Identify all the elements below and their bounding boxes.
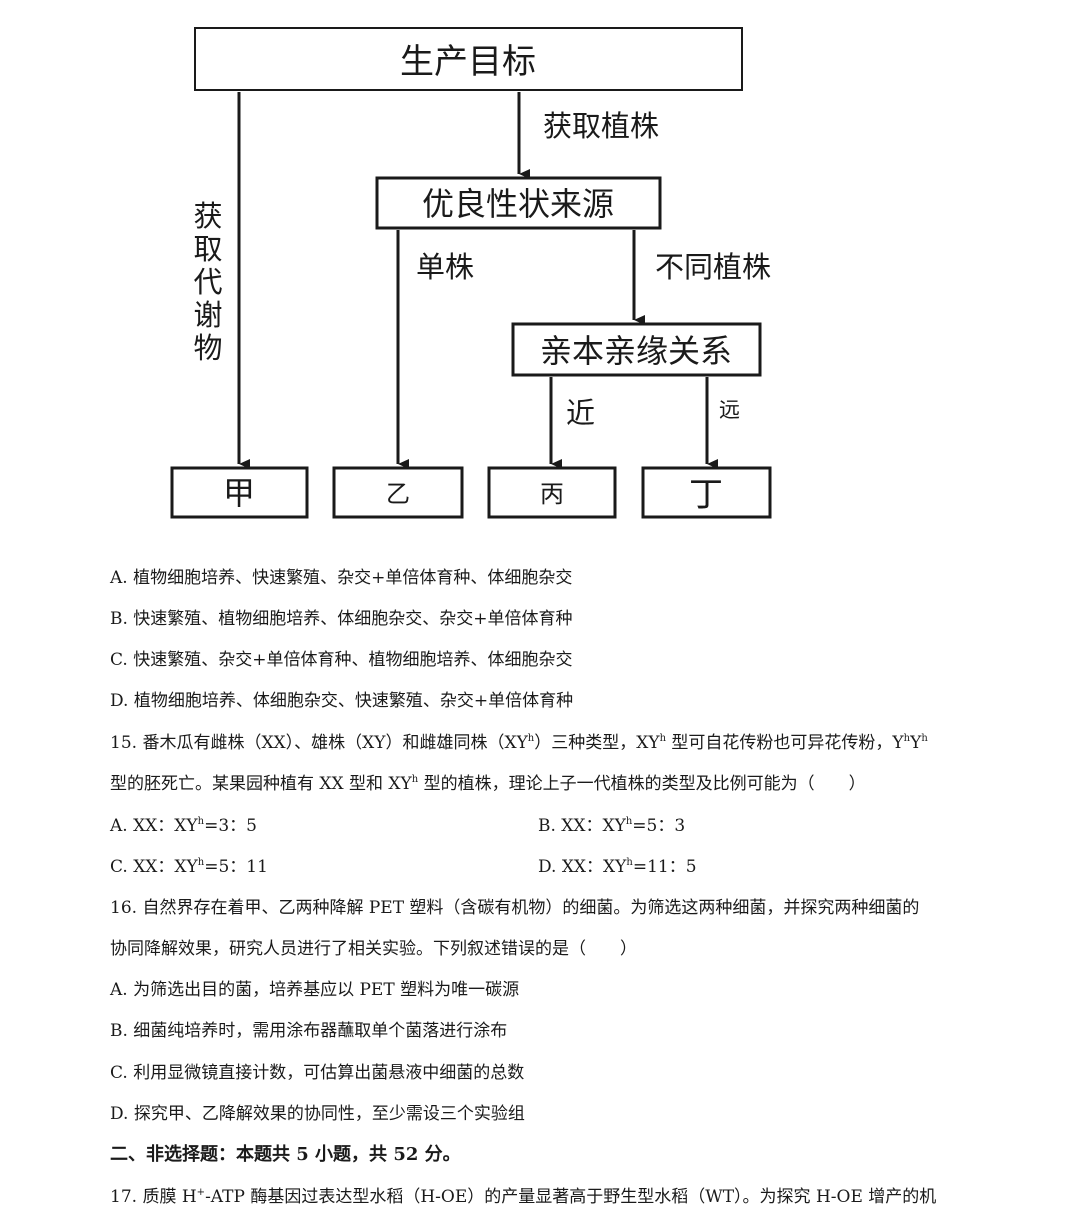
ding-box [641,466,772,519]
edge-label-metabolite-2: 取 [193,232,222,266]
edge-label-metabolite-1: 获 [193,199,222,233]
q16-option-c: C. 利用显微镜直接计数，可估算出菌悬液中细菌的总数 [110,1063,525,1083]
section-2-title: 二、非选择题：本题共 5 小题，共 52 分。 [110,1144,461,1165]
q14-option-a: A. 植物细胞培养、快速繁殖、杂交+单倍体育种、体细胞杂交 [110,568,573,588]
breeding-flow-diagram: 生产目标 优良性状来源 亲本亲缘关系 甲 乙 丙 丁 获取植株 获 取 代 谢 … [170,27,772,519]
sup-h: h [659,733,667,744]
edge-label-near: 近 [566,396,595,430]
edge-label-different: 不同植株 [655,250,771,284]
q15-option-a: A. XX：XYh=3：5 [110,815,257,837]
q15-line1-part4: Y [910,733,922,753]
q16-option-d: D. 探究甲、乙降解效果的协同性，至少需设三个实验组 [110,1104,525,1124]
q15-stem-line-2: 型的胚死亡。某果园种植有 XX 型和 XYh 型的植株，理论上子一代植株的类型及… [110,773,866,795]
q17-part2: -ATP 酶基因过表达型水稻（H-OE）的产量显著高于野生型水稻（WT）。为探究… [205,1187,937,1207]
sup-h: h [197,816,205,827]
kinship-label: 亲本亲缘关系 [540,332,732,370]
edge-label-far: 远 [719,398,740,422]
q15-option-b: B. XX：XYh=5：3 [538,815,685,837]
sup-h: h [626,857,633,868]
q16-option-b: B. 细菌纯培养时，需用涂布器蘸取单个菌落进行涂布 [110,1021,508,1041]
q14-option-d: D. 植物细胞培养、体细胞杂交、快速繁殖、杂交+单倍体育种 [110,691,574,711]
sup-plus: + [196,1187,206,1198]
edge-label-metabolite-4: 谢 [193,298,222,332]
q15-d-post: =11：5 [632,857,697,877]
q16-stem-line-1: 16. 自然界存在着甲、乙两种降解 PET 塑料（含碳有机物）的细菌。为筛选这两… [110,898,920,918]
edge-label-metabolite-3: 代 [193,265,222,299]
q17-part1: 17. 质膜 H [110,1187,197,1207]
q15-stem-line-1: 15. 番木瓜有雌株（XX）、雄株（XY）和雌雄同株（XYh）三种类型，XYh … [110,732,928,754]
goal-label: 生产目标 [400,42,536,82]
edge-label-single: 单株 [416,250,474,284]
q15-line1-part3: 型可自花传粉也可异花传粉，Y [666,733,904,753]
q15-c-post: =5：11 [204,857,268,877]
q15-d-pre: D. XX：XY [538,857,627,877]
sup-h: h [903,733,911,744]
sup-h: h [527,733,535,744]
goal-box [194,27,743,91]
ding-label: 丁 [689,475,723,515]
sup-h: h [411,774,419,785]
sup-h: h [921,733,928,744]
edge-label-get-plant: 获取植株 [543,109,659,143]
q17-stem-line-1: 17. 质膜 H+-ATP 酶基因过表达型水稻（H-OE）的产量显著高于野生型水… [110,1186,936,1208]
q15-line2-part1: 型的胚死亡。某果园种植有 XX 型和 XY [110,774,412,794]
bing-label: 丙 [540,480,564,508]
q14-option-c: C. 快速繁殖、杂交+单倍体育种、植物细胞培养、体细胞杂交 [110,650,573,670]
q15-option-d: D. XX：XYh=11：5 [538,856,697,878]
q15-c-pre: C. XX：XY [110,857,198,877]
q15-a-pre: A. XX：XY [110,816,198,836]
q14-option-b: B. 快速繁殖、植物细胞培养、体细胞杂交、杂交+单倍体育种 [110,609,573,629]
jia-label: 甲 [223,474,255,512]
edge-label-metabolite-5: 物 [193,331,222,365]
source-box [375,176,662,230]
yi-label: 乙 [386,480,410,508]
sup-h: h [625,816,633,827]
q16-stem-line-2: 协同降解效果，研究人员进行了相关实验。下列叙述错误的是（ ） [110,939,637,959]
q15-b-pre: B. XX：XY [538,816,626,836]
q15-line1-part1: 15. 番木瓜有雌株（XX）、雄株（XY）和雌雄同株（XY [110,733,528,753]
q15-a-post: =3：5 [204,816,257,836]
source-label: 优良性状来源 [422,185,614,223]
q15-b-post: =5：3 [632,816,686,836]
sup-h: h [197,857,205,868]
q16-option-a: A. 为筛选出目的菌，培养基应以 PET 塑料为唯一碳源 [110,980,520,1000]
q15-option-c: C. XX：XYh=5：11 [110,856,268,878]
q15-line1-part2: ）三种类型，XY [534,733,660,753]
q15-line2-part2: 型的植株，理论上子一代植株的类型及比例可能为（ ） [418,774,866,794]
